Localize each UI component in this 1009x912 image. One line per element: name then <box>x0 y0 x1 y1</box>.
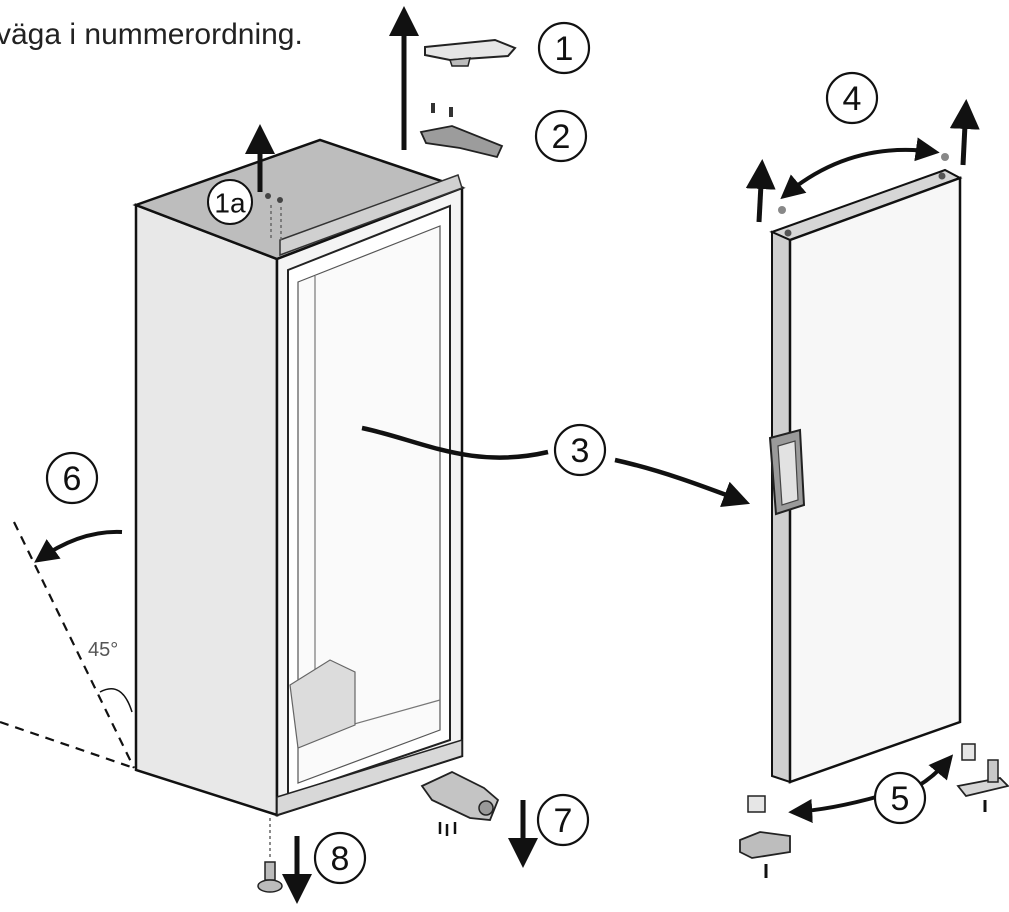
step-1a: 1a <box>207 124 275 225</box>
step-7-label: 7 <box>554 802 573 840</box>
step-2: 2 <box>419 103 588 163</box>
step-3-label: 3 <box>571 432 590 470</box>
instruction-text: väga i nummerordning. <box>0 18 303 51</box>
step-7: 7 <box>420 771 590 868</box>
fridge-door <box>768 153 963 784</box>
fridge-cabinet <box>132 138 466 817</box>
step-8-label: 8 <box>331 840 350 878</box>
step-2-label: 2 <box>552 118 571 156</box>
step-6-label: 6 <box>63 460 82 498</box>
step-4: 4 <box>745 71 980 223</box>
step-5: 5 <box>739 743 1009 878</box>
step-3: 3 <box>361 423 751 507</box>
step-1-label: 1 <box>555 30 574 68</box>
step-4-label: 4 <box>843 80 862 118</box>
step-1: 1 <box>424 21 591 75</box>
step-1a-label: 1a <box>214 188 246 219</box>
step-6: 45° 6 <box>0 451 135 770</box>
step-8: 8 <box>257 818 367 904</box>
step-5-label: 5 <box>891 780 910 818</box>
angle-label: 45° <box>88 639 118 661</box>
